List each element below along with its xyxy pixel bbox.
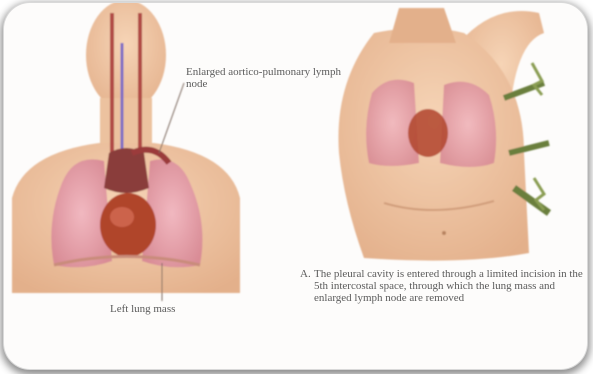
image-frame: Enlarged aortico-pulmonary lymph node Le… <box>4 3 587 369</box>
caption-letter: A. <box>300 268 314 280</box>
left-torso-figure <box>12 3 240 301</box>
left-lung-mass-label: Left lung mass <box>110 303 175 315</box>
caption-text: The pleural cavity is entered through a … <box>314 268 586 304</box>
enlarged-lymph-node-label: Enlarged aortico-pulmonary lymph node <box>186 66 346 90</box>
right-torso-figure <box>338 8 549 261</box>
great-vessels <box>104 148 149 193</box>
figure-caption: A.The pleural cavity is entered through … <box>300 268 587 304</box>
thoracic-anatomy-illustration <box>4 3 587 369</box>
head <box>86 3 166 110</box>
